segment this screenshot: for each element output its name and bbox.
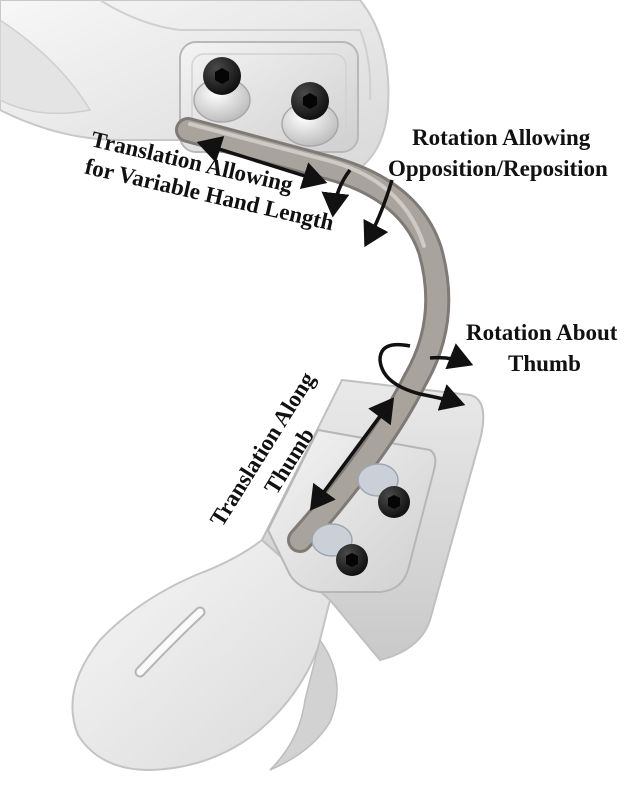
rotation-thumb-label: Rotation About Thumb: [466, 320, 623, 376]
rotation-opposition-label: Rotation Allowing Opposition/Reposition: [388, 125, 608, 181]
